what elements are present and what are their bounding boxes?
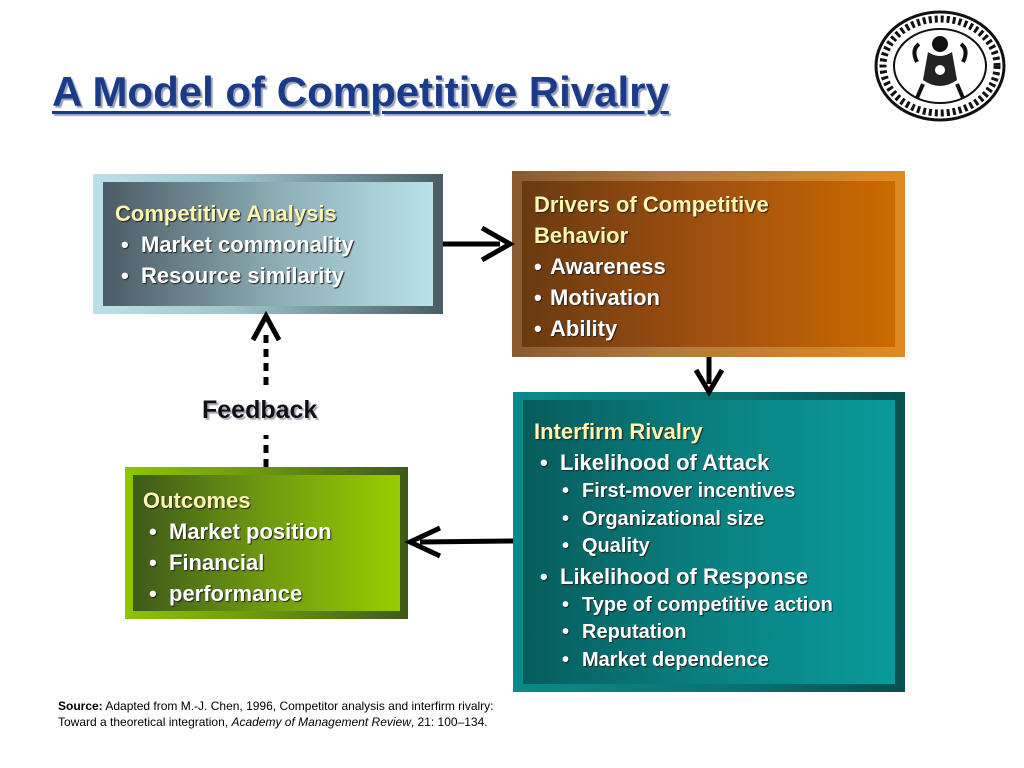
arrow-right-icon [443, 225, 516, 263]
competitive-analysis-header: Competitive Analysis [115, 201, 337, 226]
drivers-frame: Drivers of Competitive Behavior Awarenes… [512, 171, 905, 357]
outcomes-box: Outcomes Market position Financial perfo… [133, 475, 400, 611]
list-item-continuation-text: performance [169, 581, 303, 606]
list-item-continuation: performance [143, 578, 400, 609]
source-text2: Toward a theoretical integration, [58, 715, 229, 729]
drivers-header-line2: Behavior [534, 223, 629, 248]
source-text3: , 21: 100–134. [410, 715, 488, 729]
drivers-box: Drivers of Competitive Behavior Awarenes… [522, 181, 895, 347]
competitive-analysis-frame: Competitive Analysis Market commonality … [93, 174, 443, 314]
outcomes-header: Outcomes [143, 488, 251, 513]
list-item: Ability [534, 313, 895, 344]
likelihood-of-response: Likelihood of Response [534, 561, 895, 592]
list-item: Type of competitive action [534, 592, 895, 620]
likelihood-of-attack: Likelihood of Attack [534, 447, 895, 478]
list-item: Reputation [534, 619, 895, 647]
list-item: Market position [143, 516, 400, 547]
slide-title: A Model of Competitive Rivalry [52, 68, 669, 115]
source-label: Source: [58, 699, 103, 713]
source-line1: Source: Adapted from M.-J. Chen, 1996, C… [58, 698, 494, 714]
list-item: Awareness [534, 251, 895, 282]
feedback-label: Feedback [202, 396, 318, 424]
feedback-arrow-up-icon [250, 310, 282, 467]
interfirm-rivalry-box: Interfirm Rivalry Likelihood of Attack F… [523, 400, 895, 684]
source-text1: Adapted from M.-J. Chen, 1996, Competito… [105, 699, 494, 713]
arrow-left-icon [404, 525, 514, 559]
seal-emblem-icon [874, 10, 1006, 122]
list-item: Resource similarity [115, 260, 433, 291]
list-item: Financial [143, 547, 400, 578]
list-item: Market dependence [534, 647, 895, 675]
list-item: Motivation [534, 282, 895, 313]
source-line2: Toward a theoretical integration, Academ… [58, 714, 494, 730]
list-item: Market commonality [115, 229, 433, 260]
interfirm-rivalry-frame: Interfirm Rivalry Likelihood of Attack F… [513, 392, 905, 692]
arrow-down-icon [693, 357, 725, 397]
list-item: Organizational size [534, 506, 895, 534]
drivers-header-line1: Drivers of Competitive [534, 192, 769, 217]
source-journal: Academy of Management Review [231, 715, 411, 729]
list-item: First-mover incentives [534, 478, 895, 506]
list-item: Quality [534, 533, 895, 561]
source-citation: Source: Adapted from M.-J. Chen, 1996, C… [58, 698, 494, 730]
outcomes-frame: Outcomes Market position Financial perfo… [125, 467, 408, 619]
interfirm-rivalry-header: Interfirm Rivalry [534, 419, 703, 444]
competitive-analysis-box: Competitive Analysis Market commonality … [103, 182, 433, 306]
